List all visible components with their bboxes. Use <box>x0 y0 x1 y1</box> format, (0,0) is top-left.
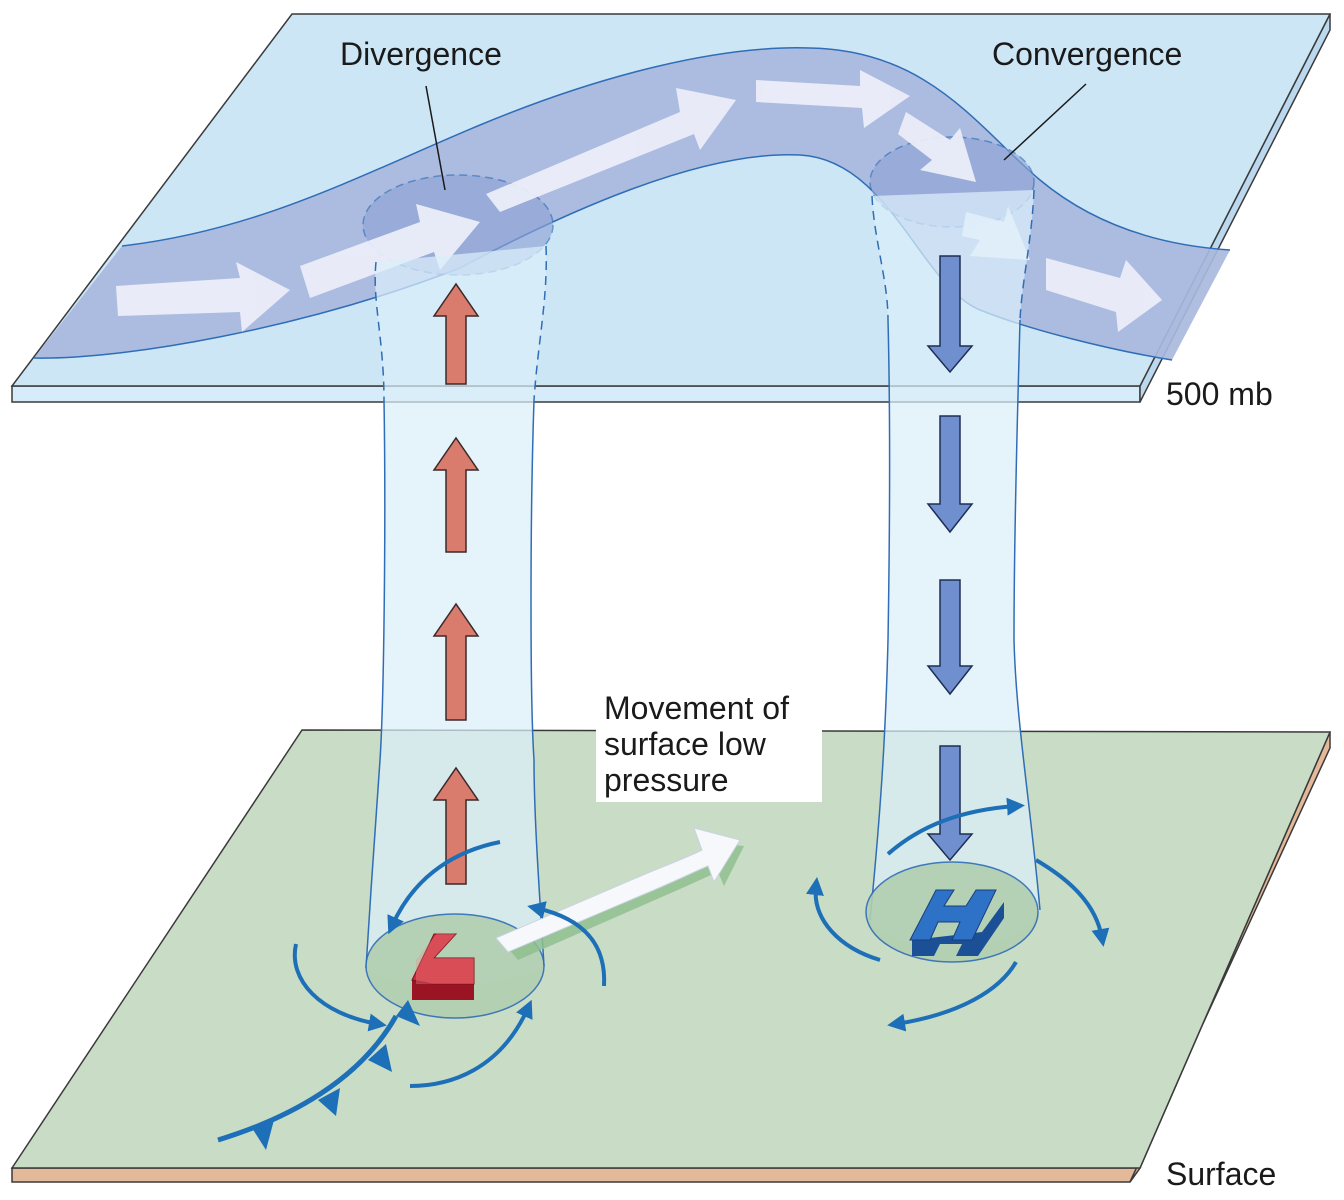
movement-label-line-3: pressure <box>604 762 729 798</box>
sinking-air-arrows <box>926 255 974 862</box>
movement-label: Movement of surface low pressure <box>596 688 822 802</box>
jet-flow-arrows <box>116 70 1162 332</box>
cold-front-triangle <box>318 1088 340 1116</box>
cold-front <box>217 1000 420 1150</box>
divergence-leader-line <box>425 85 446 191</box>
high-circulation-arrows <box>806 797 1110 1032</box>
low-pressure-symbol: L <box>411 932 475 1000</box>
movement-label-line-2: surface low <box>604 726 766 762</box>
rising-air-arrows <box>432 282 480 885</box>
convergence-label: Convergence <box>992 36 1183 72</box>
cold-front-triangle <box>368 1044 392 1072</box>
movement-label-line-1: Movement of <box>604 690 789 726</box>
low-circulation-arrows <box>292 840 607 1088</box>
sinking-column <box>865 189 1041 963</box>
high-pressure-symbol: H <box>909 889 1004 956</box>
surface-level-label: Surface <box>1166 1156 1277 1192</box>
cold-front-triangle <box>252 1120 274 1150</box>
convergence-leader-line <box>1003 83 1087 161</box>
divergence-label: Divergence <box>340 36 502 72</box>
cold-front-triangle <box>396 1000 420 1026</box>
surface-low-movement-arrow <box>495 827 744 960</box>
upper-level-label: 500 mb <box>1166 376 1273 412</box>
